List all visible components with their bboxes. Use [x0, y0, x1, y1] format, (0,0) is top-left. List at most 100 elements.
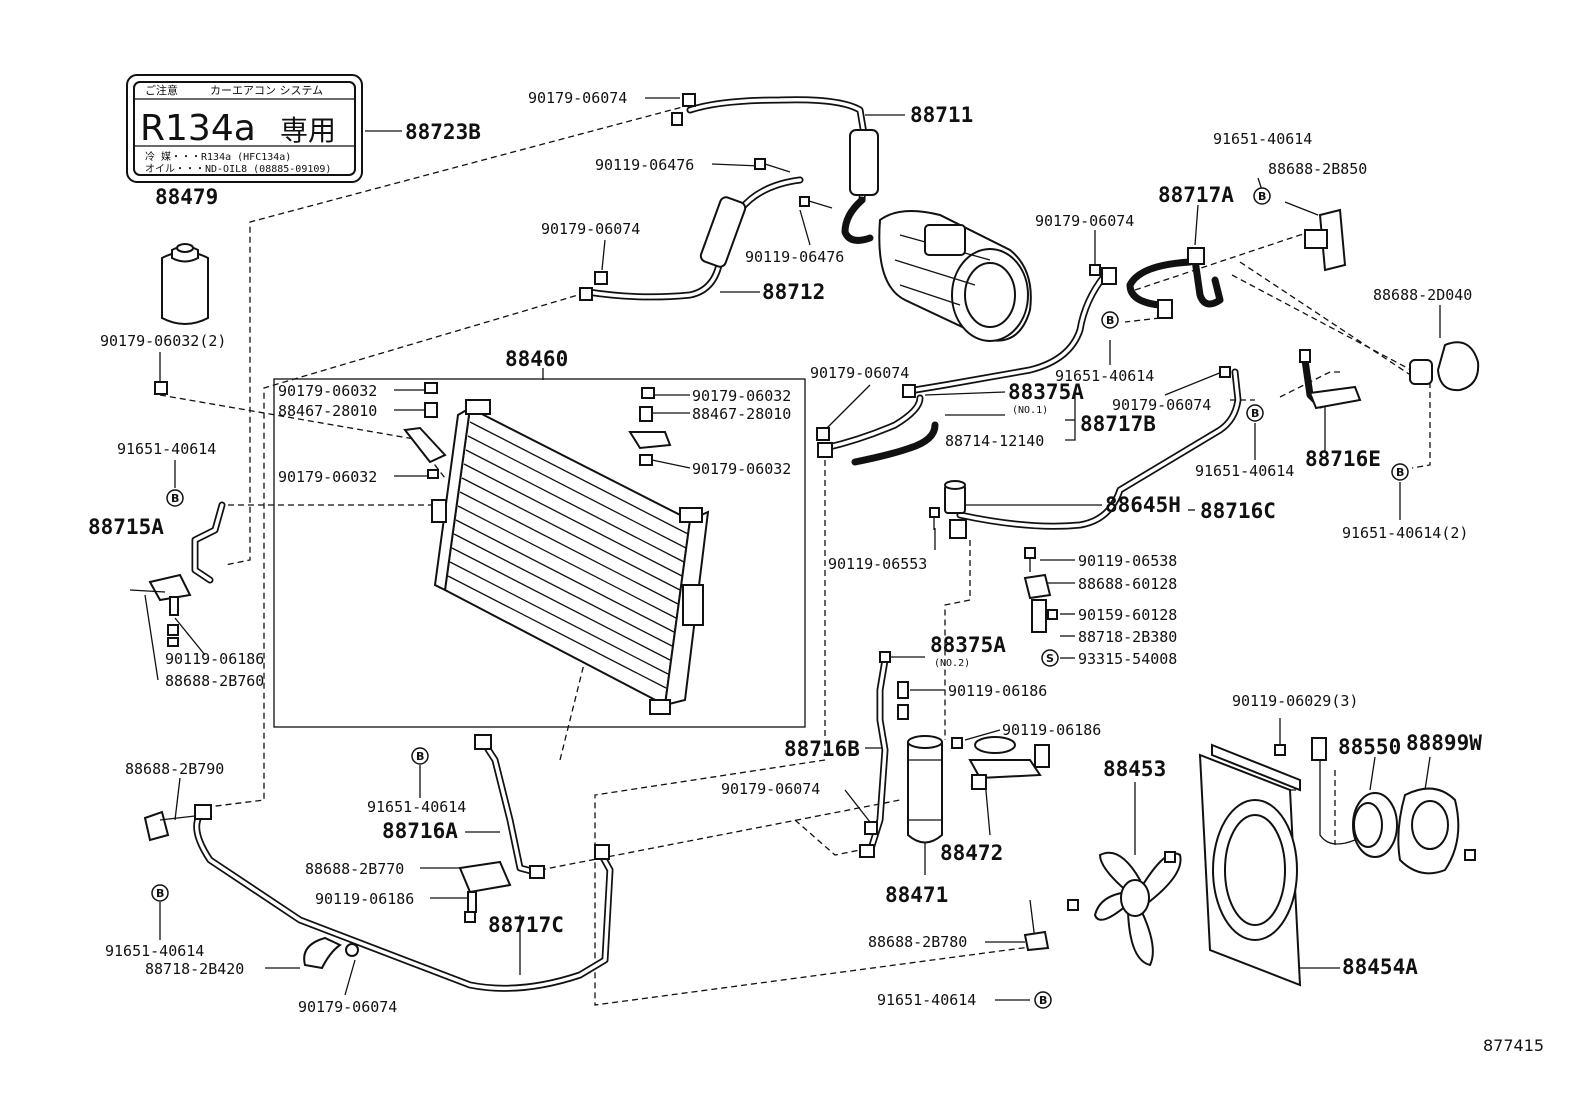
- part-88375A-label: 88375A: [930, 633, 1006, 657]
- label-plate-inner: [133, 81, 356, 176]
- part-88467-28010-label: 88467-28010: [692, 405, 791, 423]
- bracket-88688-2B780: [1023, 899, 1050, 952]
- part-88718-2B380-label: 88718-2B380: [1078, 628, 1177, 646]
- part-88717A-label: 88717A: [1158, 183, 1234, 207]
- bracket-88688-2B770: [458, 860, 512, 913]
- bracket-88688-2B760: [129, 573, 192, 616]
- part-90179-06074-label: 90179-06074: [1035, 212, 1134, 230]
- part-88723B-label: 88723B: [405, 120, 481, 144]
- part-91651-40614-label: 91651-40614: [1055, 367, 1154, 385]
- part-88717C-label: 88717C: [488, 913, 564, 937]
- part-88688-2D040-label: 88688-2D040: [1373, 286, 1472, 304]
- label-line2-text: オイル・・・ND-OIL8 (08885-09109): [145, 163, 331, 175]
- part-88375A-label: 88375A: [1008, 380, 1084, 404]
- part-88688-2B760-label: 88688-2B760: [165, 672, 264, 690]
- bracket-88472: [968, 736, 1050, 790]
- part-90119-06476-label: 90119-06476: [745, 248, 844, 266]
- part-90179-06074-label: 90179-06074: [298, 998, 397, 1016]
- bracket-88688-60128: [1023, 573, 1052, 633]
- part-90119-06186-label: 90119-06186: [948, 682, 1047, 700]
- part-90119-06553-label: 90119-06553: [828, 555, 927, 573]
- part-88718-2B420-label: 88718-2B420: [145, 960, 244, 978]
- svg-text:B: B: [156, 887, 164, 900]
- part-88899W-label: 88899W: [1406, 731, 1482, 755]
- part-90179-06074-label: 90179-06074: [528, 89, 627, 107]
- bracket-88716E: [1308, 385, 1362, 410]
- bolt-b-mark: B: [166, 489, 184, 507]
- diagram-id: 877415: [1483, 1036, 1544, 1055]
- tubes: [191, 96, 1354, 992]
- part-88712-label: 88712: [762, 280, 825, 304]
- part-88688-2B780-label: 88688-2B780: [868, 933, 967, 951]
- part-88716E-label: 88716E: [1305, 447, 1381, 471]
- bolt-b-mark: B: [1101, 311, 1119, 329]
- compressor: [878, 210, 1032, 342]
- part-91651-40614-label: 91651-40614: [105, 942, 204, 960]
- part-90179-06074-label: 90179-06074: [541, 220, 640, 238]
- svg-text:B: B: [1106, 314, 1114, 327]
- label-line1-text: 冷 媒・・・R134a (HFC134a): [145, 150, 291, 163]
- part-88645H-label: 88645H: [1105, 493, 1181, 517]
- part-90179-06074-label: 90179-06074: [721, 780, 820, 798]
- part-88716C-label: 88716C: [1200, 499, 1276, 523]
- part-88715A-label: 88715A: [88, 515, 164, 539]
- fan-88453: [1093, 851, 1182, 967]
- part-91651-40614-label: 91651-40614: [1213, 130, 1312, 148]
- svg-text:B: B: [1258, 190, 1266, 203]
- part-88716A-label: 88716A: [382, 819, 458, 843]
- part-91651-40614-label: 91651-40614: [877, 991, 976, 1009]
- part-90179-06032-label: 90179-06032: [692, 460, 791, 478]
- svg-text:B: B: [1251, 407, 1259, 420]
- part-88479-label: 88479: [155, 185, 218, 209]
- condenser-brackets: [403, 382, 672, 479]
- label-exclusive-text: 専用: [280, 114, 336, 147]
- part-90119-06186-label: 90119-06186: [315, 890, 414, 908]
- part-90119-06476-label: 90119-06476: [595, 156, 694, 174]
- leader-lines: [144, 97, 1441, 1001]
- part-90179-06032-label: 90179-06032: [692, 387, 791, 405]
- label-refrigerant-text: R134a: [140, 108, 256, 149]
- fasteners: [154, 93, 1476, 923]
- receiver-88471: [907, 735, 943, 844]
- part-90159-60128-label: 90159-60128: [1078, 606, 1177, 624]
- part-88716B-label: 88716B: [784, 737, 860, 761]
- bolt-b-mark: B: [1253, 187, 1271, 205]
- svg-text:B: B: [1396, 466, 1404, 479]
- part-88550-label: 88550: [1338, 735, 1401, 759]
- part-88717B-label: 88717B: [1080, 412, 1156, 436]
- part-91651-40614-label: 91651-40614: [367, 798, 466, 816]
- motor-88550: [1311, 737, 1398, 858]
- bolt-b-mark: B: [151, 884, 169, 902]
- svg-text:B: B: [416, 750, 424, 763]
- condenser-88460: [431, 399, 710, 715]
- cap-88479: [161, 243, 209, 325]
- bolt-b-mark: B: [1391, 463, 1409, 481]
- bolt-marks: B B B B B B B B S: [151, 187, 1409, 1009]
- caution-label: ご注意 カーエアコン システム R134a 専用 冷 媒・・・R134a (HF…: [126, 74, 363, 183]
- part-90179-06032-label: 90179-06032: [278, 468, 377, 486]
- label-system-text: カーエアコン システム: [210, 84, 323, 97]
- screw-s-mark: S: [1041, 649, 1059, 667]
- pressure-switch-88645H: [944, 480, 967, 539]
- part-88472-label: 88472: [940, 841, 1003, 865]
- part-90179-06074-label: 90179-06074: [810, 364, 909, 382]
- part-88467-28010-label: 88467-28010: [278, 402, 377, 420]
- part-88471-label: 88471: [885, 883, 948, 907]
- svg-text:B: B: [1039, 994, 1047, 1007]
- part-88375A-no1-label: (NO.1): [1012, 405, 1048, 416]
- part-88375A-no2-label: (NO.2): [934, 658, 970, 669]
- part-88688-2B790-label: 88688-2B790: [125, 760, 224, 778]
- part-90179-06032-2-label: 90179-06032(2): [100, 332, 226, 350]
- sensor-88688-2D040: [1409, 341, 1480, 392]
- part-90119-06538-label: 90119-06538: [1078, 552, 1177, 570]
- svg-text:B: B: [171, 492, 179, 505]
- svg-text:S: S: [1046, 652, 1054, 665]
- clamp-88688-2B790: [143, 810, 196, 842]
- part-88460-label: 88460: [505, 347, 568, 371]
- part-88714-12140-label: 88714-12140: [945, 432, 1044, 450]
- bolt-b-mark: B: [1246, 404, 1264, 422]
- part-90119-06029-3-label: 90119-06029(3): [1232, 692, 1358, 710]
- bolt-b-mark: B: [411, 747, 429, 765]
- cover-88899W: [1397, 787, 1460, 875]
